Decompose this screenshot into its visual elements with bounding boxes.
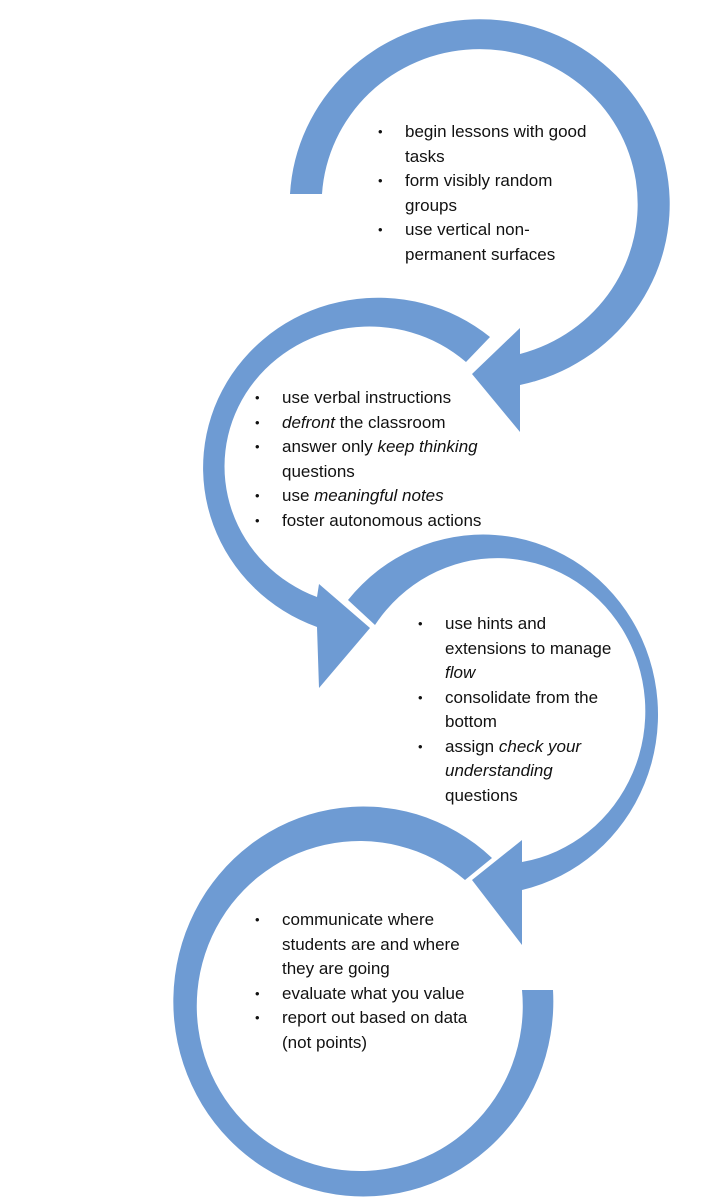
emphasis-text: keep thinking	[377, 437, 478, 456]
bullet-text: questions	[282, 461, 355, 481]
bullet-text: assign	[445, 736, 499, 756]
bullet-text: communicate where students are and where…	[282, 910, 460, 978]
emphasis-text: defront	[282, 412, 335, 432]
bullet-text: use hints and extensions to manage	[445, 614, 612, 658]
circular-arrow-2	[203, 297, 491, 688]
bullet-text: questions	[445, 785, 518, 805]
bullet-text: answer only	[282, 437, 378, 456]
bullet-text: form visibly random groups	[405, 171, 553, 215]
bullet-text: begin lessons with good tasks	[405, 122, 587, 166]
stage-1-list: begin lessons with good tasks form visibl…	[378, 120, 588, 267]
stage-3-list: use hints and extensions to manage flowc…	[418, 612, 628, 808]
bullet-item: assign check your understanding question…	[418, 735, 628, 809]
bullet-item: answer only keep thinking questions	[255, 435, 485, 484]
bullet-item: begin lessons with good tasks	[378, 120, 588, 169]
bullet-text: consolidate from the bottom	[445, 687, 599, 732]
stage-4-list: communicate where students are and where…	[255, 908, 480, 1055]
bullet-text: use verbal instructions	[282, 388, 452, 407]
bullet-text: use	[282, 486, 315, 505]
bullet-item: form visibly random groups	[378, 169, 588, 218]
emphasis-text: check your understanding	[445, 736, 582, 781]
bullet-item: defront the classroom	[255, 411, 485, 436]
bullet-item: report out based on data (not points)	[255, 1006, 480, 1055]
bullet-item: evaluate what you value	[255, 982, 480, 1007]
bullet-text: use vertical non-permanent surfaces	[405, 220, 556, 264]
bullet-item: consolidate from the bottom	[418, 686, 628, 735]
circular-arrow-1	[290, 19, 670, 432]
bullet-text: report out based on data (not points)	[282, 1008, 468, 1052]
bullet-item: use verbal instructions	[255, 386, 485, 411]
emphasis-text: flow	[445, 663, 476, 682]
circular-arrow-3	[348, 534, 659, 945]
stage-2-list: use verbal instructions defront the class…	[255, 386, 485, 533]
bullet-item: use hints and extensions to manage flow	[418, 612, 628, 686]
emphasis-text: meaningful notes	[314, 486, 444, 505]
bullet-item: use vertical non-permanent surfaces	[378, 218, 588, 267]
bullet-item: communicate where students are and where…	[255, 908, 480, 982]
bullet-item: foster autonomous actions	[255, 509, 485, 534]
bullet-text: the classroom	[334, 412, 446, 432]
bullet-text: foster autonomous actions	[282, 510, 482, 530]
bullet-item: use meaningful notes	[255, 484, 485, 509]
bullet-text: evaluate what you value	[282, 983, 465, 1003]
